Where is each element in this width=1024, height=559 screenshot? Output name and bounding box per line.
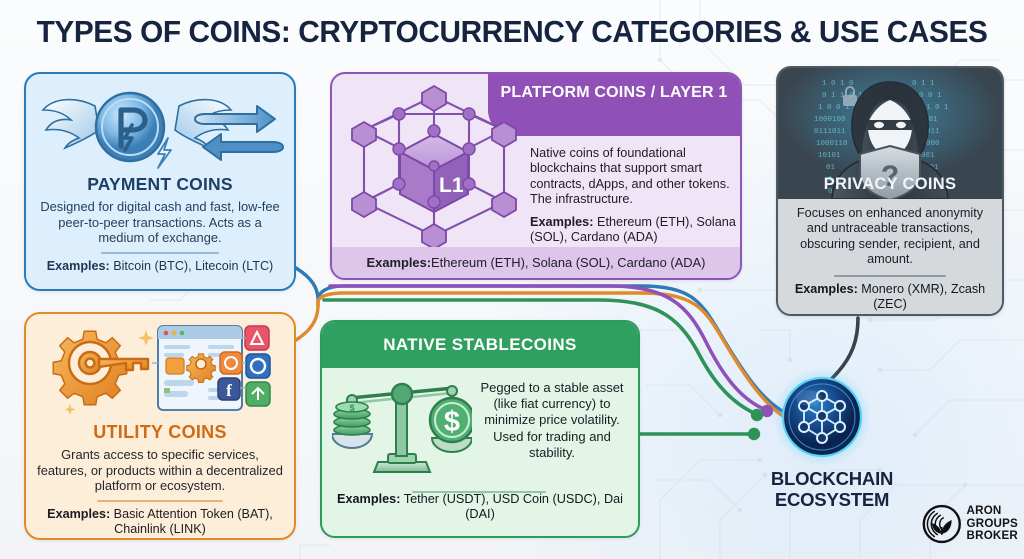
question-badge-label: ?: [881, 160, 899, 193]
card-body-payment: Designed for digital cash and fast, low-…: [40, 199, 280, 246]
page-title: TYPES OF COINS: CRYPTOCURRENCY CATEGORIE…: [36, 14, 988, 49]
examples-value: Tether (USDT), USD Coin (USDC), Dai (DAI…: [400, 492, 623, 522]
svg-text:0 1 1: 0 1 1: [912, 80, 935, 88]
card-title-privacy: PRIVACY COINS: [823, 175, 957, 193]
examples-label: Examples:: [46, 258, 110, 273]
card-title-utility: UTILITY COINS: [93, 422, 227, 442]
card-native-stablecoins[interactable]: NATIVE STABLECOINS: [320, 320, 640, 538]
card-examples-payment: Examples: Bitcoin (BTC), Litecoin (LTC): [37, 259, 283, 273]
svg-text:1 0 0 1 1 0: 1 0 0 1 1 0: [818, 104, 868, 112]
svg-text:1000110: 1000110: [816, 140, 848, 148]
card-examples-utility: Examples: Basic Attention Token (BAT), C…: [36, 507, 284, 537]
blockchain-ecosystem-hub[interactable]: BLOCKCHAIN ECOSYSTEM: [740, 368, 930, 528]
svg-text:10101: 10101: [818, 152, 841, 160]
privacy-text-area: Focuses on enhanced anonymity and untrac…: [778, 199, 1002, 314]
connector-utility: [294, 291, 788, 420]
svg-text:0 1 1 0 1: 0 1 1 0 1: [822, 92, 863, 100]
examples-value: Basic Attention Token (BAT), Chainlink (…: [110, 506, 273, 536]
divider: [412, 491, 546, 493]
card-footer-platform: Examples: Ethereum (ETH), Solana (SOL), …: [332, 247, 740, 278]
svg-text:0 1 1 0 1: 0 1 1 0 1: [908, 104, 949, 112]
hub-label-line1: BLOCKCHAIN: [770, 468, 894, 489]
brand-logo[interactable]: ARON GROUPS BROKER: [922, 498, 1018, 550]
svg-text:$: $: [444, 406, 460, 438]
card-examples-platform: Examples: Ethereum (ETH), Solana (SOL), …: [530, 215, 740, 246]
balance-scale-coins-icon: $ $: [332, 382, 472, 473]
brand-logo-text: ARON GROUPS BROKER: [966, 504, 1018, 543]
examples-label: Examples:: [530, 215, 594, 229]
aron-groups-leaf-logo-icon: [922, 504, 961, 544]
card-examples-stable: Examples: Tether (USDT), USD Coin (USDC)…: [330, 492, 630, 523]
svg-text:1 0 0 1: 1 0 0 1: [910, 92, 942, 100]
hub-label-line2: ECOSYSTEM: [774, 489, 890, 510]
footer-value: Ethereum (ETH), Solana (SOL), Cardano (A…: [431, 255, 706, 270]
svg-text:$: $: [349, 403, 354, 413]
svg-text:1 0 1 0: 1 0 1 0: [822, 80, 854, 88]
cube-badge-label: L1: [439, 174, 464, 197]
examples-label: Examples:: [47, 506, 111, 521]
divider: [97, 499, 223, 502]
card-title-platform: PLATFORM COINS / LAYER 1: [488, 74, 740, 136]
gear-key-apps-icon: f: [52, 325, 271, 415]
blockchain-node-sphere-icon: [773, 368, 871, 466]
svg-text:0111011: 0111011: [814, 128, 846, 136]
svg-text:f: f: [226, 381, 232, 400]
svg-text:0: 0: [828, 188, 833, 196]
card-utility-coins[interactable]: f UTILITY COINS Grants access to specifi…: [24, 312, 296, 540]
svg-text:1000100: 1000100: [814, 116, 846, 124]
card-payment-coins[interactable]: PAYMENT COINS Designed for digital cash …: [24, 72, 296, 291]
card-body-platform: Native coins of foundational blockchains…: [530, 146, 730, 207]
examples-label: Examples:: [336, 492, 401, 506]
logo-line-1: ARON: [966, 504, 1002, 518]
divider: [834, 274, 946, 277]
examples-value: Ethereum (ETH), Solana (SOL), Cardano (A…: [530, 215, 736, 245]
connector-stable: [322, 298, 764, 441]
divider: [101, 251, 219, 254]
card-body-stable: Pegged to a stable asset (like fiat curr…: [480, 380, 624, 460]
svg-text:01001: 01001: [912, 152, 935, 160]
card-body-utility: Grants access to specific services, feat…: [37, 447, 283, 494]
connector-platform: [328, 284, 774, 418]
svg-text:1: 1: [828, 176, 833, 184]
logo-line-2: GROUPS: [966, 516, 1018, 530]
exchange-arrows-icon: [194, 105, 284, 161]
card-examples-privacy: Examples: Monero (XMR), Zcash (ZEC): [786, 282, 994, 312]
card-title-payment: PAYMENT COINS: [87, 174, 233, 194]
footer-label: Examples:: [366, 255, 432, 270]
card-body-privacy: Focuses on enhanced anonymity and untrac…: [796, 206, 984, 267]
logo-line-3: BROKER: [966, 529, 1018, 543]
examples-value: Bitcoin (BTC), Litecoin (LTC): [109, 258, 274, 273]
examples-value: Monero (XMR), Zcash (ZEC): [857, 281, 986, 311]
cube-network-icon: L1: [351, 84, 517, 251]
svg-text:01: 01: [826, 164, 836, 172]
winged-coin-icon: [41, 91, 284, 169]
card-platform-coins[interactable]: PLATFORM COINS / LAYER 1: [330, 72, 742, 280]
examples-label: Examples:: [794, 281, 858, 296]
hub-label: BLOCKCHAIN ECOSYSTEM: [732, 468, 932, 510]
card-title-stable: NATIVE STABLECOINS: [322, 322, 638, 368]
